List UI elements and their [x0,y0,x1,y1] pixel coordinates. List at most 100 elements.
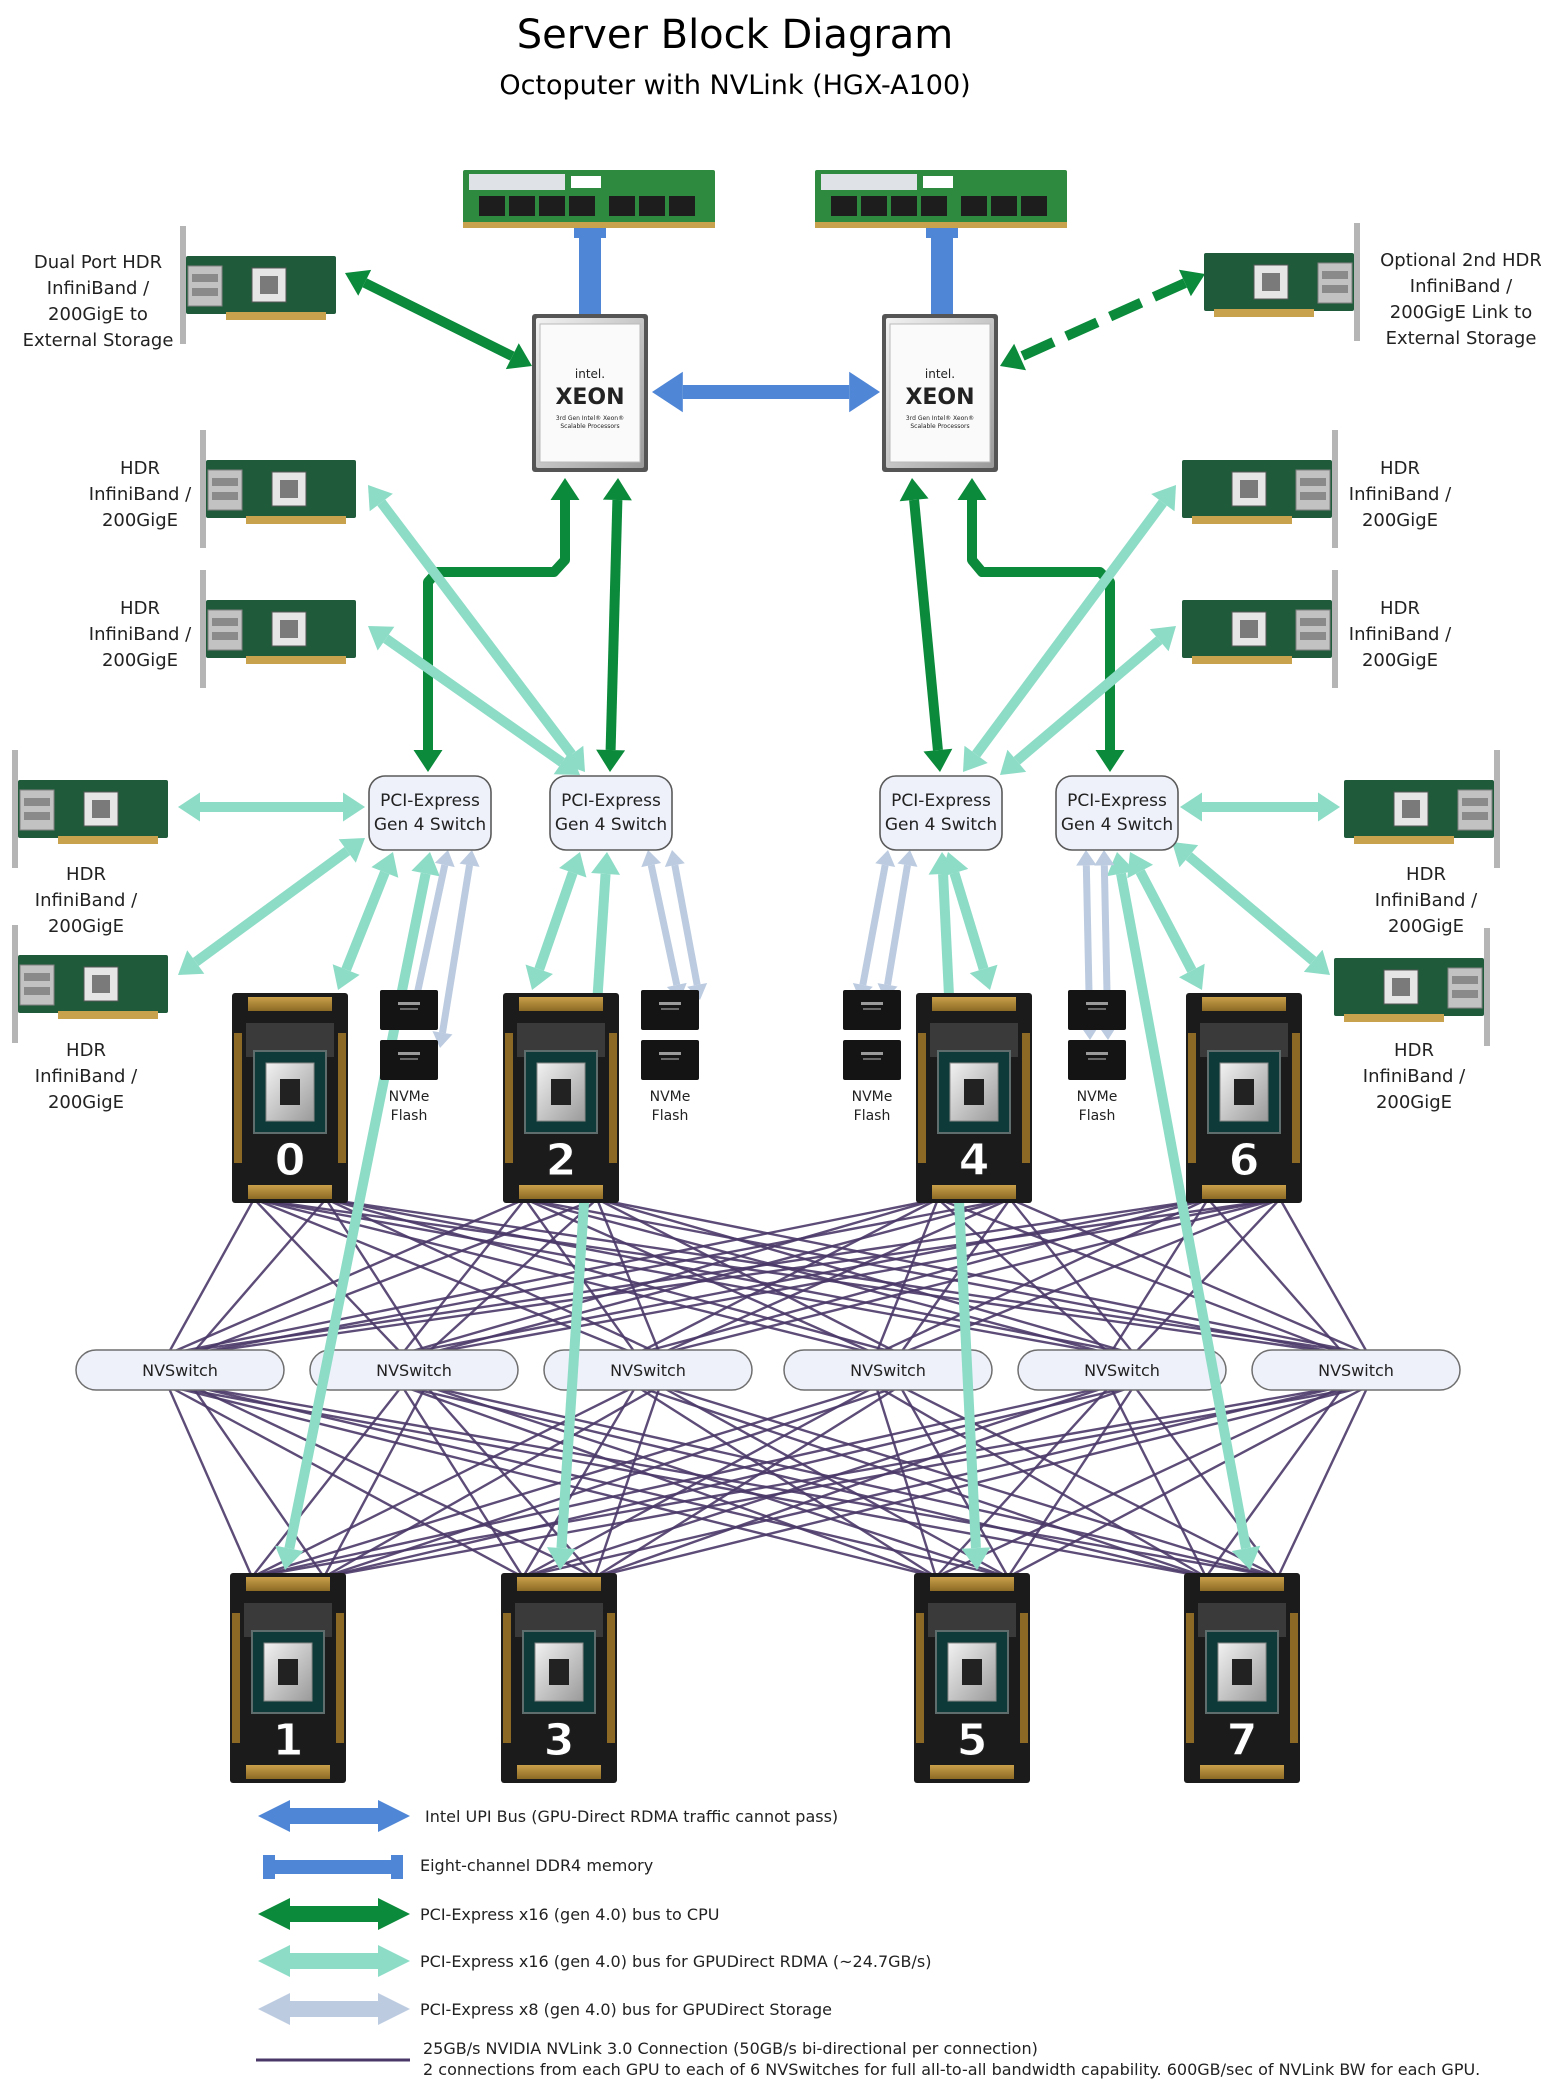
nvlink-connection [166,1198,256,1355]
nvlink-connection [251,1384,1345,1579]
nvlink-connection [1108,1198,1210,1355]
nvme-label: Flash [391,1108,428,1124]
legend-rdma-swatch [258,1945,410,1977]
rdma-link [928,852,991,1570]
pcie-and-upi-links [178,224,1340,1570]
gpu-7: 7 [1184,1573,1300,1783]
rdma-link [178,792,365,822]
cpu-brand: intel. [575,367,605,381]
rdma-link [1172,842,1330,975]
hdr-nic-label: HDR InfiniBand / 200GigE [35,1040,138,1113]
label-line: Optional 2nd HDR [1380,250,1541,271]
legend-storage-swatch [258,1993,410,2025]
nvlink-connection [635,1197,939,1356]
nvlink-connection [1205,1385,1345,1578]
hdr-nic-card [200,570,356,688]
gpu-5: 5 [914,1573,1030,1783]
label-line: InfiniBand / [1410,276,1513,297]
hdr-nic-card [1344,750,1500,868]
nvlink-connection [899,1198,1011,1355]
hdr-nic-card [1334,928,1490,1046]
nvlink-connection [401,1197,939,1356]
hdr-nic-card [200,430,356,548]
nvlink-connection [522,1384,877,1579]
cpu-right: intel. XEON 3rd Gen Intel® Xeon® Scalabl… [882,314,998,472]
nvlink-connection [425,1384,1009,1579]
cpu-left: intel. XEON 3rd Gen Intel® Xeon® Scalabl… [532,314,648,472]
nvlink-connections [166,1197,1370,1579]
label-line: 200GigE Link to [1390,302,1532,323]
network-cards [12,223,1500,1046]
label-line: 200GigE [102,510,178,531]
nvlink-connection [596,1197,901,1356]
gpu-2: 2 [503,993,619,1203]
label-line: InfiniBand / [1349,624,1452,645]
label-line: 200GigE [48,916,124,937]
nvlink-connection [594,1384,1135,1579]
nvlink-connection [937,1198,1111,1355]
gpu-number: 6 [1229,1135,1260,1186]
cpu-pcie-link [957,478,1125,772]
label-line: 200GigE [102,650,178,671]
label-line: 200GigE [48,1092,124,1113]
nvlink-connection [323,1384,1135,1579]
cpu-name: XEON [905,385,974,410]
nvlink-connection [594,1384,1369,1579]
rdma-link [368,485,585,772]
nvlink-connection [325,1197,661,1356]
nvme-label: NVMe [852,1089,893,1105]
nvswitch: NVSwitch [309,1349,519,1391]
component-labels: HDR InfiniBand / 200GigE HDR InfiniBand / 200… [35,458,1478,1113]
label-line: 200GigE [1362,510,1438,531]
nvlink-connection [596,1197,1369,1356]
nvlink-connection [935,1385,1111,1578]
gpu-number: 7 [1227,1715,1258,1766]
label-line: HDR [66,1040,106,1061]
rdma-link [178,838,365,975]
nvlink-connection [1009,1198,1135,1355]
nvlink-connection [659,1384,1009,1579]
label-line: InfiniBand / [35,1066,138,1087]
nvlink-connection [167,1197,939,1356]
label-line: 200GigE [1362,650,1438,671]
storage-link [664,850,708,1000]
pcie-switch-label: Gen 4 Switch [885,815,997,835]
legend-storage-text: PCI-Express x8 (gen 4.0) bus for GPUDire… [420,2000,832,2019]
diagram-subtitle: Octoputer with NVLink (HGX-A100) [499,70,970,101]
nvlink-connection [1278,1198,1370,1355]
legend-nvlink-text: 25GB/s NVIDIA NVLink 3.0 Connection (50G… [423,2039,1038,2058]
nvlink-connection [635,1384,937,1579]
memory-dimm-right [815,170,1067,228]
nvlink-connection [323,1384,901,1579]
nvswitch-label: NVSwitch [610,1361,686,1380]
label-line: HDR [1380,458,1420,479]
hdr-nic-card [1182,430,1338,548]
label-line: HDR [120,458,160,479]
pcie-switch-label: Gen 4 Switch [555,815,667,835]
gpu-number: 1 [273,1715,304,1766]
nvlink-connection [325,1197,901,1356]
cpu-sub1: 3rd Gen Intel® Xeon® [906,415,974,422]
legend-nvlink-note: 2 connections from each GPU to each of 6… [423,2060,1480,2079]
rdma-link [1106,852,1261,1570]
nvlink-connection [253,1197,1345,1356]
nvlink-connection [325,1197,1369,1356]
nvlink-connection [325,1197,1135,1356]
ddr4-memory-links [574,224,958,314]
nvlink-connection [875,1384,1207,1579]
nvlink-connection [593,1385,662,1578]
nvlink-connection [937,1197,1345,1356]
label-line: HDR [120,598,160,619]
storage-nic-right-label: Optional 2nd HDR InfiniBand / 200GigE Li… [1380,250,1541,349]
label-line: InfiniBand / [89,484,192,505]
